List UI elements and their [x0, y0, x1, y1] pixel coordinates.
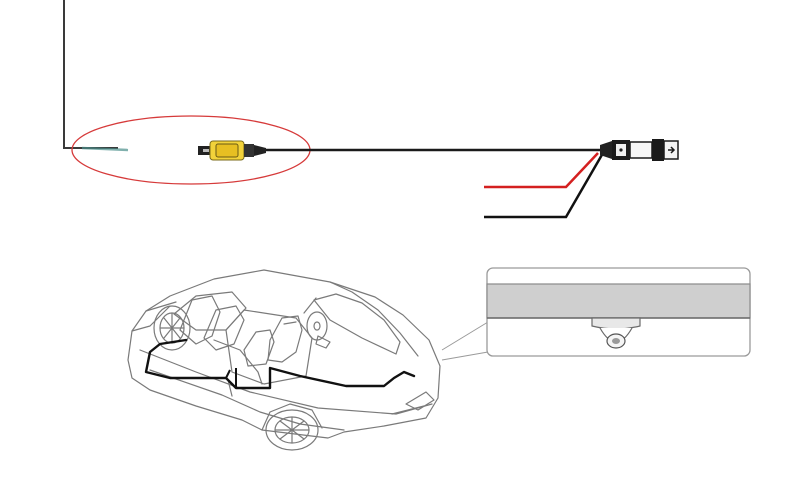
front-wheel: [261, 403, 323, 451]
wiring-harness: [63, 0, 679, 219]
camera-mount-inset: [486, 267, 751, 357]
power-lead-red: [484, 152, 599, 189]
camera-connector-icon: [600, 139, 679, 161]
dome-camera-icon: [591, 317, 641, 349]
mount-panel: [486, 283, 751, 319]
trigger-wire: [63, 0, 118, 149]
rear-seat: [179, 295, 221, 345]
leader-lines: [441, 321, 489, 361]
trigger-wire-tip: [81, 146, 129, 152]
front-seat: [267, 315, 303, 363]
arrow-right-icon: [668, 146, 676, 154]
cable-route: [144, 338, 416, 390]
steering-wheel: [306, 311, 328, 341]
car-illustration: [127, 269, 441, 451]
power-lead-black: [484, 152, 605, 219]
car-body-outline: [127, 269, 441, 439]
windshield: [313, 293, 401, 355]
rear-wheel: [153, 305, 191, 351]
rca-video-plug-icon: [198, 140, 266, 161]
